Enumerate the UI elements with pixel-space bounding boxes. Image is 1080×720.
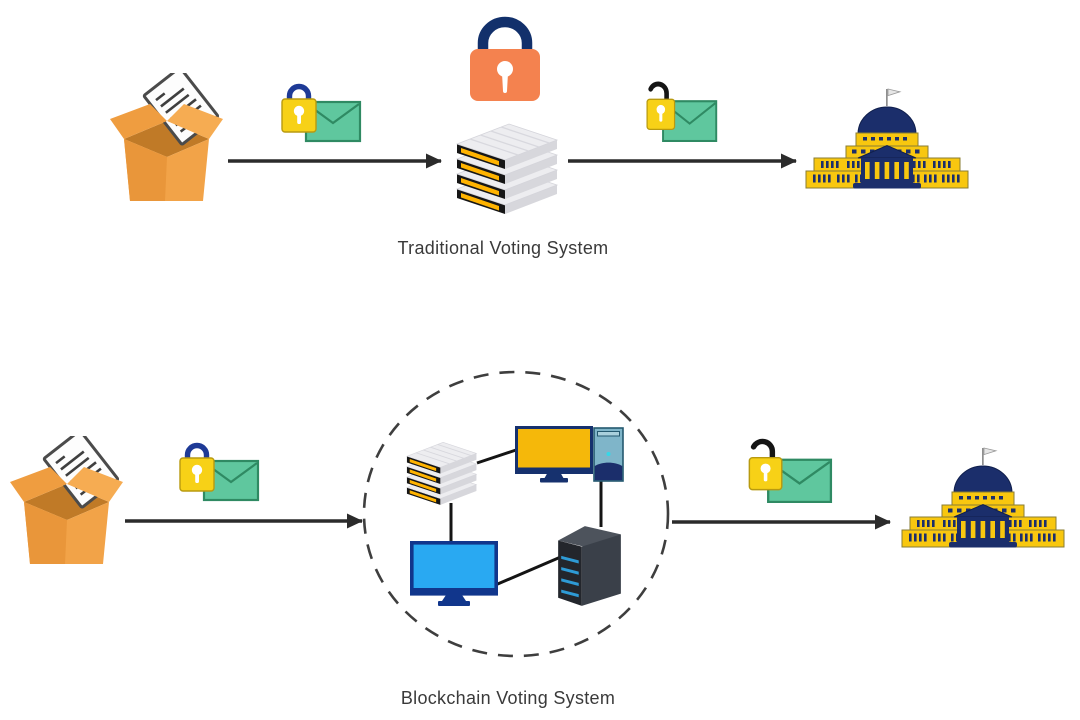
blockchain-system-label: Blockchain Voting System <box>400 688 616 708</box>
unlocked-envelope-icon <box>741 433 833 503</box>
unlocked-envelope-icon <box>640 76 718 142</box>
blue-monitor-icon <box>410 541 498 607</box>
locked-envelope-icon <box>280 75 362 143</box>
locked-envelope-icon <box>178 434 260 502</box>
server-stack-icon <box>400 434 482 509</box>
government-building-icon <box>800 87 972 189</box>
dark-server-tower-icon <box>553 519 625 609</box>
ballot-box-icon <box>108 73 226 203</box>
yellow-monitor-icon <box>515 426 593 483</box>
network-links <box>449 446 603 588</box>
closed-padlock-icon <box>466 11 544 103</box>
government-building-icon <box>896 446 1068 548</box>
server-stack-icon <box>447 112 565 220</box>
blockchain-network-circle <box>362 370 670 658</box>
pc-tower-icon <box>593 427 624 482</box>
traditional-system-label: Traditional Voting System <box>397 238 609 258</box>
ballot-box-icon <box>8 436 126 566</box>
